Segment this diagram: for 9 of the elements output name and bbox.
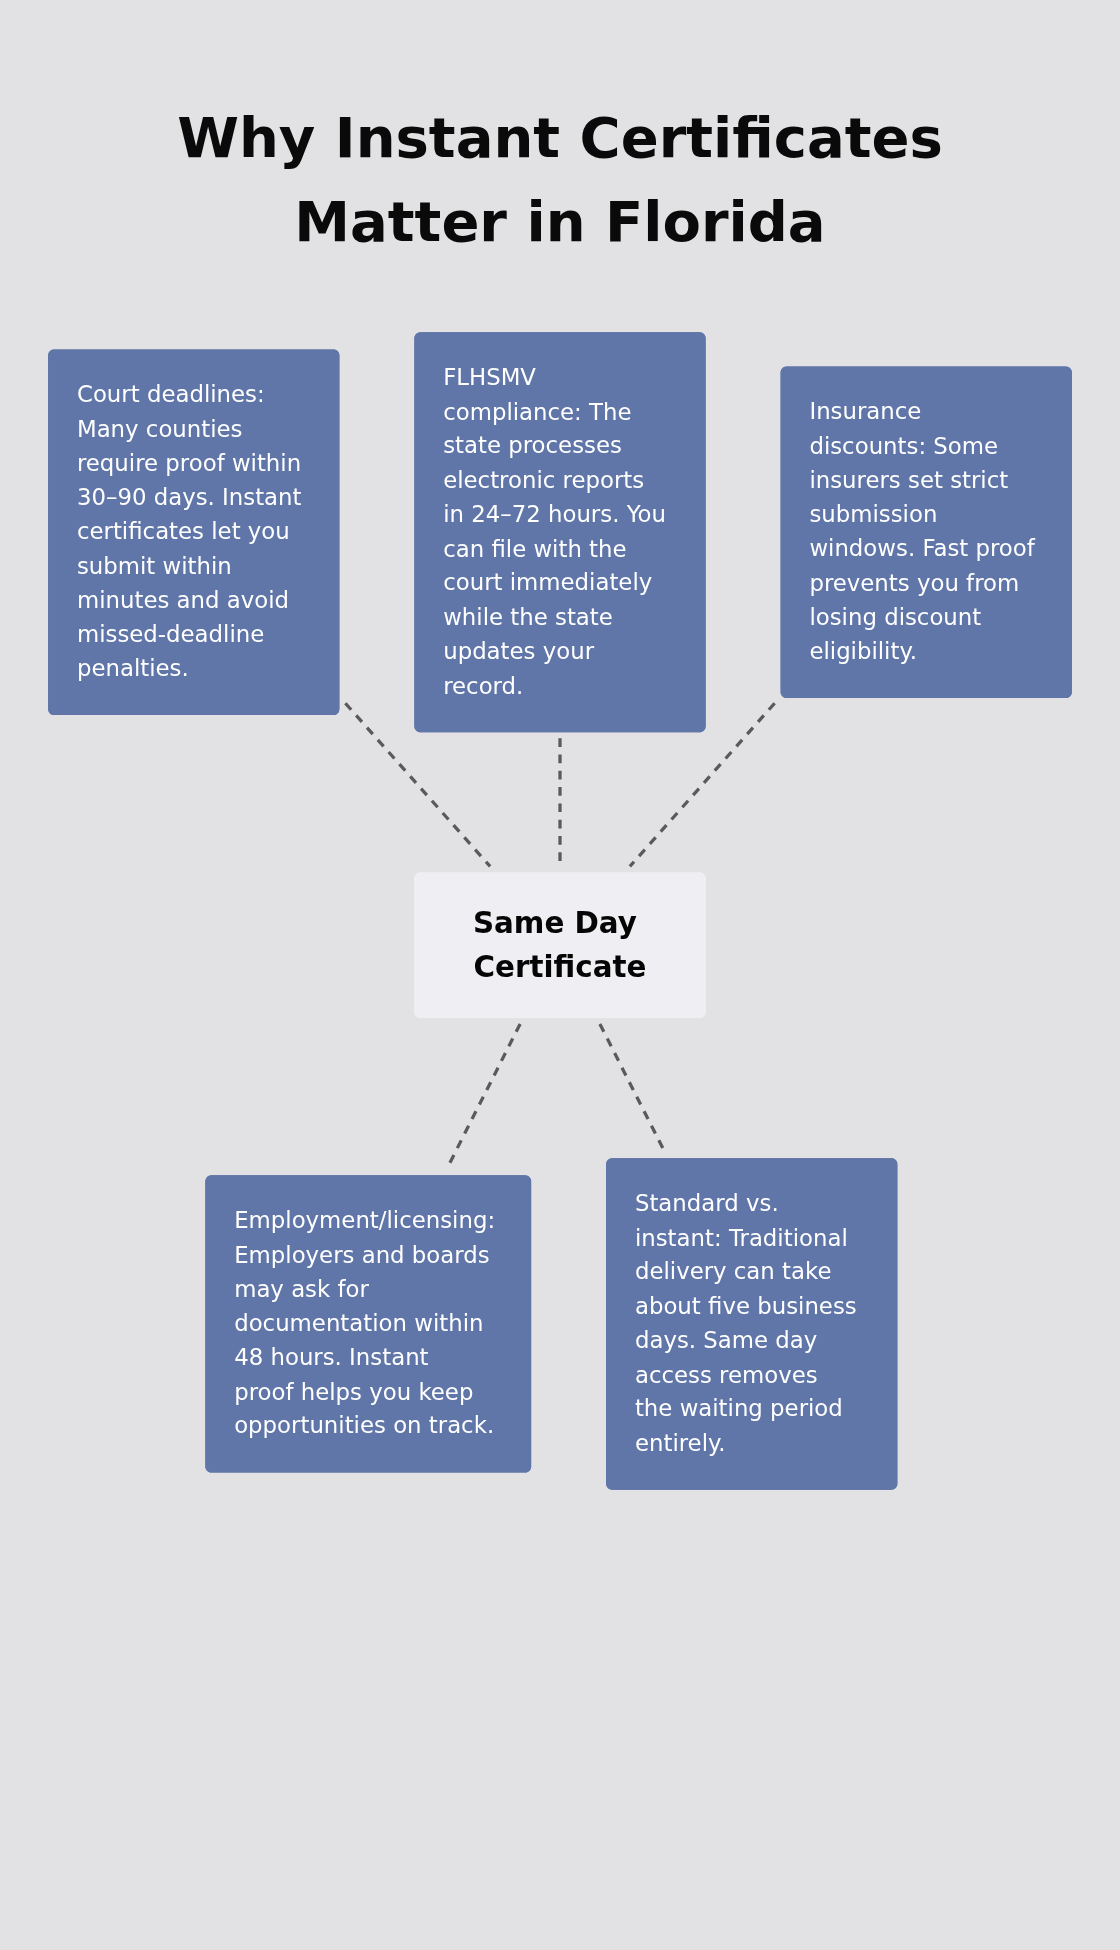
dotted-connector bbox=[628, 702, 776, 868]
info-card: Employment/licensing: Employers and boards may ask for documentation within 48 hours. Instant proof helps you keep opportunities on track. bbox=[205, 1175, 532, 1473]
hub-card: Same Day Certificate bbox=[414, 872, 706, 1019]
info-card: Insurance discounts: Some insurers set strict submission windows. Fast proof prevents you from losing discount eligibility. bbox=[780, 366, 1072, 698]
info-card: Standard vs. instant: Traditional delivery can take about five business days. Same day access removes the waiting period entirely. bbox=[606, 1158, 898, 1490]
info-card: FLHSMV compliance: The state processes electronic reports in 24–72 hours. You can file with the court immediately while the state updates your record. bbox=[414, 332, 706, 733]
dotted-connector bbox=[344, 702, 492, 868]
info-card: Court deadlines: Many counties require proof within 30–90 days. Instant certificates let you submit within minutes and avoid missed-deadline penalties. bbox=[48, 349, 340, 716]
title: Why Instant Certificates Matter in Florida bbox=[176, 104, 944, 256]
